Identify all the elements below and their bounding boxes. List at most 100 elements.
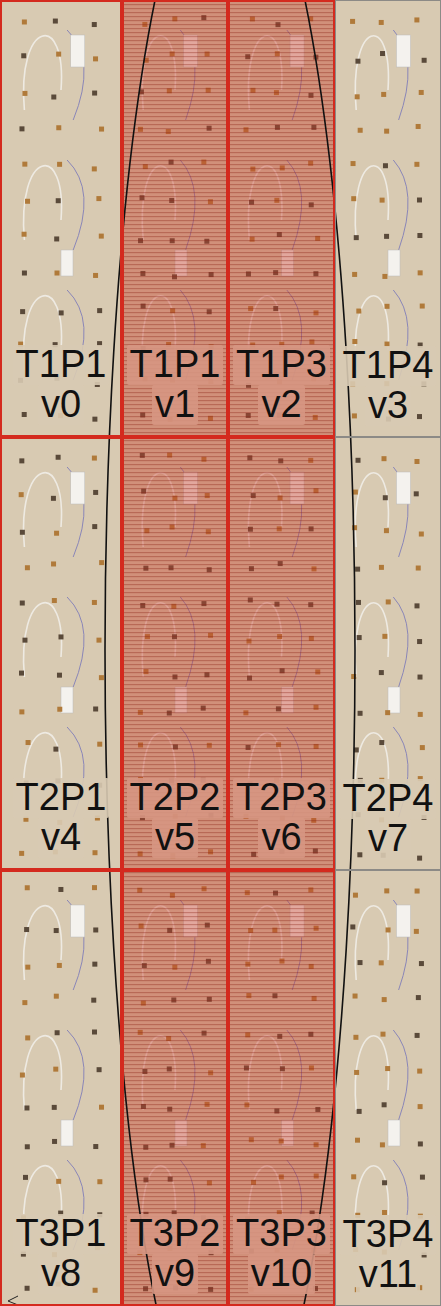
chip-component xyxy=(56,198,61,203)
chip-component xyxy=(418,1141,423,1146)
board-ground xyxy=(0,437,122,870)
chip-component xyxy=(93,56,98,61)
chip-component xyxy=(380,51,385,56)
chip-component xyxy=(96,638,101,643)
chip-component xyxy=(357,635,362,640)
chip-component xyxy=(92,850,97,855)
chip-component xyxy=(56,1179,61,1184)
panel-id: T1P1 xyxy=(127,345,224,385)
vertex-id: v1 xyxy=(152,385,198,425)
chip-component xyxy=(417,856,422,861)
chip-component xyxy=(355,1138,360,1143)
chip-component xyxy=(54,531,59,536)
wire-loop xyxy=(67,30,84,120)
chip-component xyxy=(19,492,24,497)
chip-component xyxy=(352,339,357,344)
circuit-board xyxy=(0,437,122,870)
chip-component xyxy=(418,270,423,275)
chip-component xyxy=(54,994,59,999)
chip-component xyxy=(58,634,63,639)
chip-component xyxy=(52,1139,57,1144)
chip-component xyxy=(414,162,419,167)
chip-component xyxy=(358,128,363,133)
chip-component xyxy=(19,671,24,676)
module-block xyxy=(388,1120,400,1146)
wire-loop xyxy=(24,473,62,547)
vertex-id: v4 xyxy=(38,818,84,858)
vertex-id: v8 xyxy=(38,1254,84,1294)
chip-component xyxy=(20,601,25,606)
chip-component xyxy=(25,885,30,890)
chip-component xyxy=(55,271,60,276)
chip-component xyxy=(26,740,31,745)
chip-component xyxy=(352,413,357,418)
circuit-board xyxy=(335,437,441,870)
wire-loop xyxy=(24,1036,62,1110)
chip-component xyxy=(414,459,419,464)
chip-component xyxy=(92,91,97,96)
chip-component xyxy=(353,893,358,898)
chip-component xyxy=(356,309,361,314)
chip-component xyxy=(91,998,96,1003)
chip-component xyxy=(355,567,360,572)
vertex-id: v6 xyxy=(258,818,304,858)
chip-component xyxy=(92,1030,97,1035)
chip-component xyxy=(93,1144,98,1149)
chip-component xyxy=(354,1070,359,1075)
chip-component xyxy=(97,1179,102,1184)
panel-id: T1P4 xyxy=(340,346,437,386)
chip-component xyxy=(92,22,97,27)
chip-component xyxy=(382,1102,387,1107)
chip-component xyxy=(414,17,419,22)
wire-loop xyxy=(24,166,62,240)
chip-component xyxy=(356,600,361,605)
chip-component xyxy=(56,125,61,130)
board-cell: T1P3v2 xyxy=(228,0,335,437)
chip-component xyxy=(357,1109,362,1114)
chip-component xyxy=(384,129,389,134)
chip-component xyxy=(351,1174,356,1179)
wire-loop xyxy=(24,906,62,980)
chip-component xyxy=(420,1175,425,1180)
vertex-id: v9 xyxy=(152,1254,198,1294)
chip-component xyxy=(22,638,27,643)
chip-component xyxy=(56,52,61,57)
chip-component xyxy=(97,1067,102,1072)
circuit-board xyxy=(0,870,122,1306)
chip-component xyxy=(97,742,102,747)
chip-component xyxy=(385,304,390,309)
chip-component xyxy=(52,1105,57,1110)
chip-component xyxy=(382,634,387,639)
chip-component xyxy=(385,1066,390,1071)
module-block xyxy=(61,250,73,276)
vertex-id: v11 xyxy=(356,1255,420,1295)
chip-component xyxy=(352,272,357,277)
chip-component xyxy=(381,1032,386,1037)
chip-component xyxy=(99,127,104,132)
chip-component xyxy=(22,271,27,276)
chip-component xyxy=(414,929,419,934)
chip-component xyxy=(385,710,390,715)
board-ground xyxy=(335,870,441,1306)
chip-component xyxy=(25,1144,30,1149)
module-block xyxy=(71,905,85,937)
chip-component xyxy=(92,600,97,605)
vertex-id: v5 xyxy=(152,818,198,858)
chip-component xyxy=(25,1035,30,1040)
chip-component xyxy=(419,961,424,966)
module-block xyxy=(396,35,410,67)
board-ground xyxy=(0,870,122,1306)
chip-component xyxy=(384,528,389,533)
chip-component xyxy=(416,124,421,129)
chip-component xyxy=(355,94,360,99)
chip-component xyxy=(19,709,24,714)
chip-component xyxy=(386,927,391,932)
chip-component xyxy=(355,59,360,64)
chip-component xyxy=(358,711,363,716)
circuit-board xyxy=(0,0,122,437)
panel-id: T2P3 xyxy=(233,778,330,818)
chip-component xyxy=(356,458,361,463)
wire-loop xyxy=(24,603,62,677)
wire-loop xyxy=(67,1030,84,1120)
selection-ellipse xyxy=(105,0,355,1306)
